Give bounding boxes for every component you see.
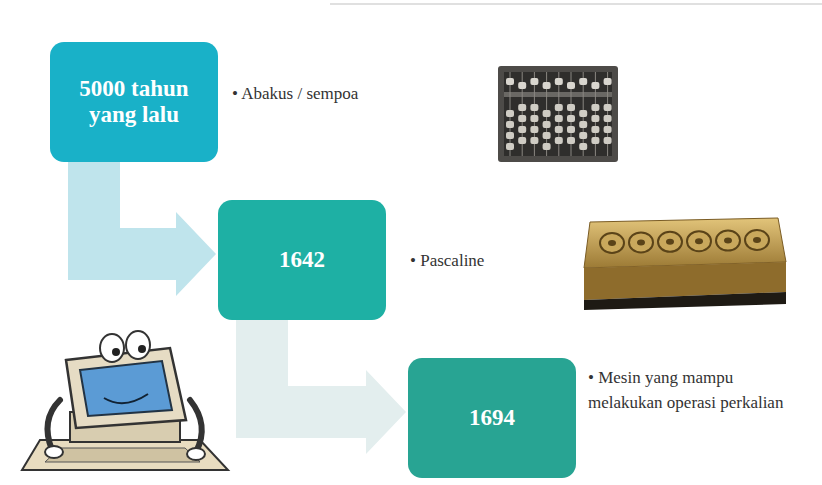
flow-arrow	[236, 320, 406, 454]
year-text: 1642	[279, 247, 325, 273]
bullet-label: • Pascaline	[410, 249, 570, 274]
computer-clipart	[22, 331, 228, 470]
year-box: 1642	[218, 200, 386, 320]
bullet-label: • Abakus / sempoa	[232, 82, 472, 107]
top-rule	[330, 3, 822, 5]
pascaline-picture	[584, 218, 786, 310]
abacus-picture	[498, 66, 618, 162]
year-box: 5000 tahun yang lalu	[50, 42, 218, 162]
year-box: 1694	[408, 358, 576, 478]
flow-arrow	[68, 162, 216, 296]
year-text: 5000 tahun yang lalu	[64, 76, 204, 129]
bullet-label: • Mesin yang mampu melakukan operasi per…	[588, 366, 810, 415]
year-text: 1694	[469, 405, 515, 431]
